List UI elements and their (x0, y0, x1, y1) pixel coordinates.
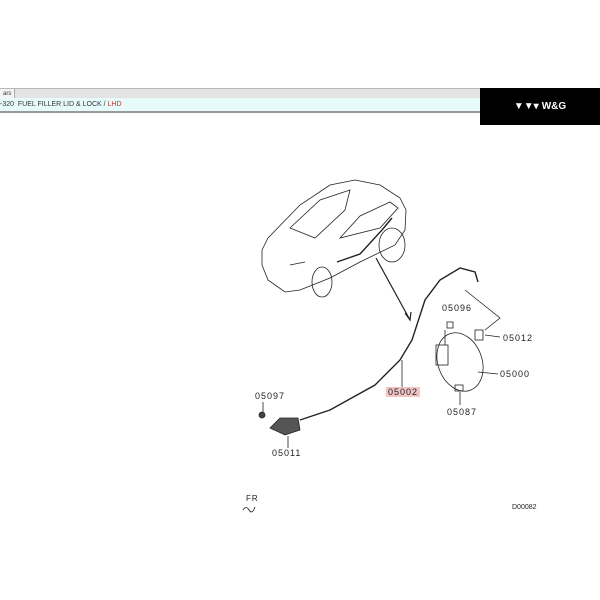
part-label-05011[interactable]: 05011 (272, 448, 302, 458)
car-outline (261, 179, 407, 298)
part-label-05002[interactable]: 05002 (386, 387, 421, 397)
part-label-05012[interactable]: 05012 (503, 333, 534, 343)
callout-arrow (375, 257, 411, 321)
logo-mark-icon: ▼▼▾ (513, 101, 539, 112)
tab-strip: ars (0, 88, 480, 99)
part-label-05000[interactable]: 05000 (500, 369, 531, 379)
title-separator: / (101, 101, 108, 108)
part-label-05097[interactable]: 05097 (255, 391, 286, 401)
section-variant: LHD (107, 101, 122, 108)
fr-arrow-icon (242, 506, 256, 513)
part-label-05096[interactable]: 05096 (442, 303, 473, 313)
opener-lever (258, 402, 301, 448)
fuel-lid (435, 321, 484, 392)
brand-logo: ▼▼▾ W&G (480, 88, 600, 125)
tab-parts[interactable]: ars (0, 89, 16, 99)
section-title-bar: -320 FUEL FILLER LID & LOCK / LHD (0, 98, 480, 113)
diagram-id: D00082 (512, 504, 537, 511)
orientation-label: FR (246, 494, 259, 503)
release-cable (299, 267, 479, 421)
section-name: FUEL FILLER LID & LOCK (17, 101, 102, 108)
logo-text: W&G (541, 101, 567, 112)
part-label-05087[interactable]: 05087 (447, 407, 478, 417)
section-code: -320 (0, 101, 15, 108)
cable-in-car (336, 217, 393, 263)
